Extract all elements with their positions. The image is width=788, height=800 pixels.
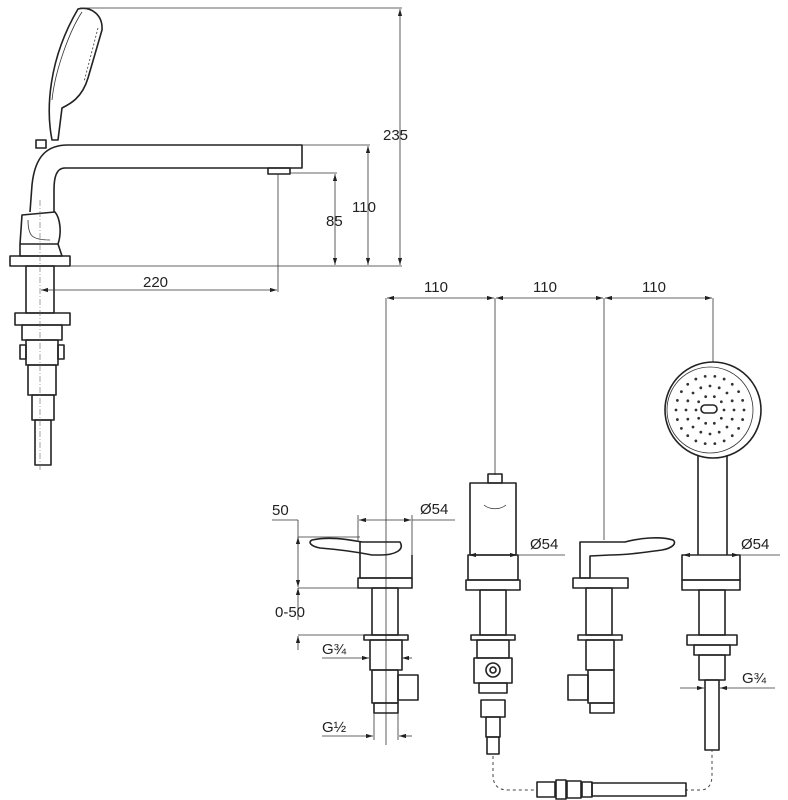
dim-lever-height: 50 [272,502,289,519]
spray-nozzle-dot [719,416,723,420]
spray-nozzle-dot [708,384,712,388]
spray-nozzle-dot [725,391,729,395]
handshower-side [48,7,103,141]
dim-total-height: 235 [383,127,408,144]
spray-nozzle-dot [684,408,688,412]
hose-guide [704,679,720,751]
shower-handle [697,455,728,555]
spray-nozzle-dot [730,382,734,386]
dim-deck-thickness: 0-50 [275,604,305,621]
dim-spout-reach: 220 [143,274,168,291]
elbow-outlet [397,674,419,701]
spray-nozzle-dot [699,430,703,434]
dim-spacing-1: 110 [424,279,448,296]
side-view-dimensions: 235 110 85 220 [41,7,408,293]
dim-diameter-shower: Ø54 [741,536,769,553]
spray-nozzle-dot [686,434,690,438]
spray-nozzle-dot [704,395,708,399]
spray-nozzle-dot [722,439,726,443]
spray-nozzle-dot [679,426,683,430]
spray-nozzle-dot [741,399,745,402]
spray-nozzle-dot [675,399,679,402]
side-view-spout [9,7,303,470]
spray-nozzle-dot [713,442,717,446]
spray-nozzle-dot [674,408,678,412]
spray-nozzle-dot [708,432,712,436]
spray-nozzle-dot [691,425,695,429]
hose-connector [591,782,687,797]
dim-diameter-valve: Ø54 [420,501,448,518]
spray-nozzle-dot [737,426,741,430]
valve-right [567,537,676,714]
spray-nozzle-dot [712,395,716,399]
shower-hose [492,750,713,800]
elbow-outlet [567,674,589,701]
valve-left [309,537,419,714]
thread-valve-outlet: G½ [322,719,347,736]
spray-nozzle-dot [737,390,741,394]
spray-nozzle-dot [730,417,734,421]
spray-nozzle-dot [713,374,717,378]
spray-nozzle-dot [742,408,746,412]
spout-unit [465,473,521,755]
spray-nozzle-dot [732,408,736,412]
base-rosette [465,579,521,591]
spray-nozzle-dot [741,418,745,421]
front-view-dimensions: 50 0-50 Ø54 Ø54 Ø54 G¾ G½ G¾ [272,501,780,740]
base-rosette [681,579,741,591]
spray-nozzle-dot [686,382,690,386]
spray-nozzles [674,374,746,446]
lever-handle [579,537,676,579]
spray-nozzle-dot [704,421,708,425]
spray-nozzle-dot [699,386,703,390]
thread-shower: G¾ [742,670,767,687]
base-rosette [572,577,629,589]
spray-nozzle-dot [686,399,690,403]
spray-nozzle-dot [722,408,726,412]
spray-nozzle-dot [703,374,707,378]
base-rosette [357,577,413,589]
spray-nozzle-dot [691,391,695,395]
spray-nozzle-dot [694,439,698,443]
hand-shower [664,361,762,751]
spray-nozzle-dot [725,425,729,429]
spray-nozzle-dot [679,390,683,394]
spray-nozzle-dot [697,416,701,420]
mount-nut [14,312,71,326]
spray-nozzle-dot [722,377,726,381]
spray-nozzle-dot [703,442,707,446]
spray-nozzle-dot [675,418,679,421]
dim-spacing-2: 110 [533,279,557,296]
dim-diameter-spout: Ø54 [530,536,558,553]
spray-nozzle-dot [694,377,698,381]
spray-nozzle-dot [712,421,716,425]
dim-spout-height: 110 [352,199,376,216]
aerator [267,167,291,175]
spray-nozzle-dot [719,400,723,404]
diverter-block [473,657,513,684]
spray-nozzle-dot [686,417,690,421]
valve-body-side [19,211,63,257]
shower-head [664,361,762,459]
spray-nozzle-dot [730,434,734,438]
lever-handle [309,537,402,556]
spray-nozzle-dot [717,430,721,434]
spray-nozzle-dot [694,408,698,412]
spray-nozzle-dot [697,400,701,404]
spray-nozzle-dot [730,399,734,403]
dim-outlet-height: 85 [326,213,343,230]
dim-spacing-3: 110 [642,279,666,296]
thread-valve-inlet: G¾ [322,641,347,658]
spout [29,144,303,213]
hose-clip [35,139,47,149]
supply-tube [34,419,52,466]
spray-nozzle-dot [717,386,721,390]
